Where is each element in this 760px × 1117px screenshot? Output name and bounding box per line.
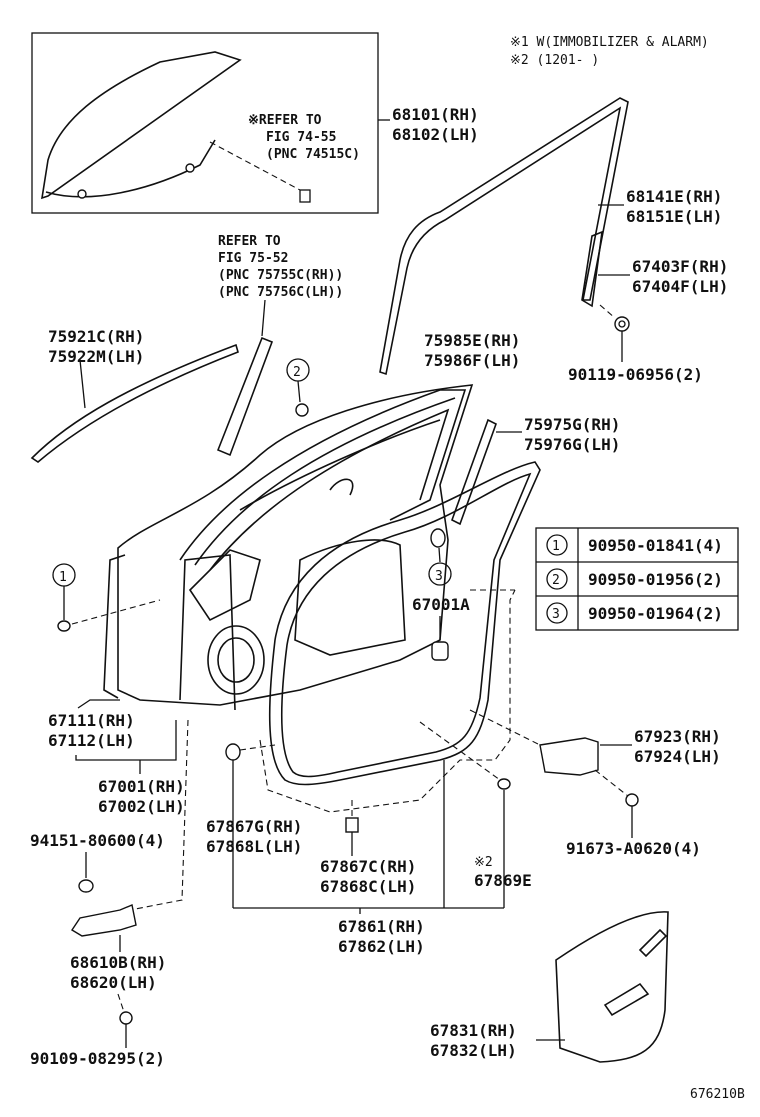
refer2-line1: REFER TO: [218, 234, 281, 249]
callout-3: [428, 562, 452, 586]
glass-run-channel: [379, 97, 629, 376]
label-75976: 75976G(LH): [524, 435, 620, 454]
label-67001a: 67001A: [412, 595, 470, 614]
table-key-2: 2: [552, 573, 560, 588]
pillar-garnish: [216, 336, 274, 457]
label-68141: 68141E(RH): [626, 187, 722, 206]
refer2-line4: (PNC 75756C(LH)): [218, 285, 343, 300]
label-75921: 75921C(RH): [48, 327, 144, 346]
refer2-line2: FIG 75-52: [218, 251, 288, 266]
label-90109: 90109-08295(2): [30, 1049, 165, 1068]
label-91673: 91673-A0620(4): [566, 839, 701, 858]
rear-sash: [581, 230, 603, 308]
label-67404: 67404F(LH): [632, 277, 728, 296]
label-67869: 67869E: [474, 871, 532, 890]
table-key-3: 3: [552, 607, 560, 622]
label-67861: 67861(RH): [338, 917, 425, 936]
figure-id: 676210B: [690, 1087, 745, 1102]
label-68151: 68151E(LH): [626, 207, 722, 226]
inset-ref-line1: ※REFER TO: [248, 113, 322, 128]
label-68620: 68620(LH): [70, 973, 157, 992]
inset-glass-box: ※REFER TO FIG 74-55 (PNC 74515C): [31, 32, 379, 214]
label-67112: 67112(LH): [48, 731, 135, 750]
label-67867c: 67867C(RH): [320, 857, 416, 876]
label-75986: 75986F(LH): [424, 351, 520, 370]
label-90119: 90119-06956(2): [568, 365, 703, 384]
bolt-90119: [614, 316, 630, 332]
label-75975: 75975G(RH): [524, 415, 620, 434]
callout-1-num: 1: [59, 570, 67, 585]
label-75922: 75922M(LH): [48, 347, 144, 366]
label-67867g: 67867G(RH): [206, 817, 302, 836]
inset-ref-line2: FIG 74-55: [266, 130, 336, 145]
label-94151: 94151-80600(4): [30, 831, 165, 850]
label-68101: 68101(RH): [392, 105, 479, 124]
label-67923: 67923(RH): [634, 727, 721, 746]
belt-moulding: [30, 343, 239, 464]
label-67832: 67832(LH): [430, 1041, 517, 1060]
note-immobilizer: ※1 W(IMMOBILIZER & ALARM): [510, 35, 709, 50]
table-part-2: 90950-01956(2): [588, 570, 723, 589]
table-part-1: 90950-01841(4): [588, 536, 723, 555]
door-weatherstrip: [268, 461, 541, 786]
label-67831: 67831(RH): [430, 1021, 517, 1040]
label-67002: 67002(LH): [98, 797, 185, 816]
rear-weatherstrip: [451, 418, 497, 526]
label-67001: 67001(RH): [98, 777, 185, 796]
label-75985: 75985E(RH): [424, 331, 520, 350]
label-68610: 68610B(RH): [70, 953, 166, 972]
fastener-table: 1 2 3 90950-01841(4) 90950-01956(2) 9095…: [535, 527, 739, 631]
label-67862: 67862(LH): [338, 937, 425, 956]
label-67403: 67403F(RH): [632, 257, 728, 276]
table-part-3: 90950-01964(2): [588, 604, 723, 623]
door-check-bracket: [539, 737, 599, 776]
callout-3-num: 3: [435, 569, 443, 584]
callout-2-num: 2: [293, 365, 301, 380]
refer2-line3: (PNC 75755C(RH)): [218, 268, 343, 283]
door-check-assembly: [71, 904, 137, 937]
service-hole-cover: [555, 911, 669, 1063]
label-67869-mark: ※2: [474, 855, 493, 870]
table-key-1: 1: [552, 539, 560, 554]
label-67111: 67111(RH): [48, 711, 135, 730]
label-68102: 68102(LH): [392, 125, 479, 144]
label-67868c: 67868C(LH): [320, 877, 416, 896]
front-door-panel: [103, 384, 474, 711]
inset-ref-line3: (PNC 74515C): [266, 147, 360, 162]
label-67868l: 67868L(LH): [206, 837, 302, 856]
note-date-range: ※2 (1201- ): [510, 53, 599, 68]
label-67924: 67924(LH): [634, 747, 721, 766]
